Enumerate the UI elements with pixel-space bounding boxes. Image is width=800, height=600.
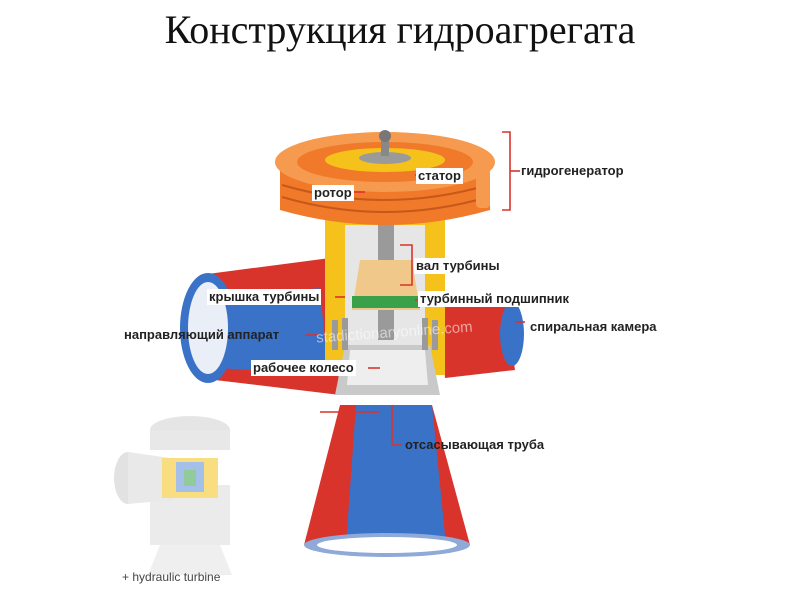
label-turbine-shaft: вал турбины (414, 258, 502, 274)
label-turbine-cover: крышка турбины (207, 289, 322, 305)
label-runner: рабочее колесо (251, 360, 356, 376)
label-stator: статор (416, 168, 463, 184)
label-spiral-chamber: спиральная камера (530, 319, 657, 334)
label-draft-tube: отсасывающая труба (405, 437, 545, 452)
turbine-housing-shape (325, 140, 445, 395)
label-hydrogenerator: гидрогенератор (521, 163, 624, 178)
label-rotor: ротор (312, 185, 354, 201)
label-turbine-bearing: турбинный подшипник (418, 291, 572, 307)
page-title: Конструкция гидроагрегата (164, 7, 636, 52)
thumbnail-illustration (114, 416, 232, 575)
thumbnail-caption: + hydraulic turbine (122, 570, 221, 584)
draft-tube-shape (304, 405, 470, 557)
label-guide-apparatus: направляющий аппарат (124, 327, 280, 342)
